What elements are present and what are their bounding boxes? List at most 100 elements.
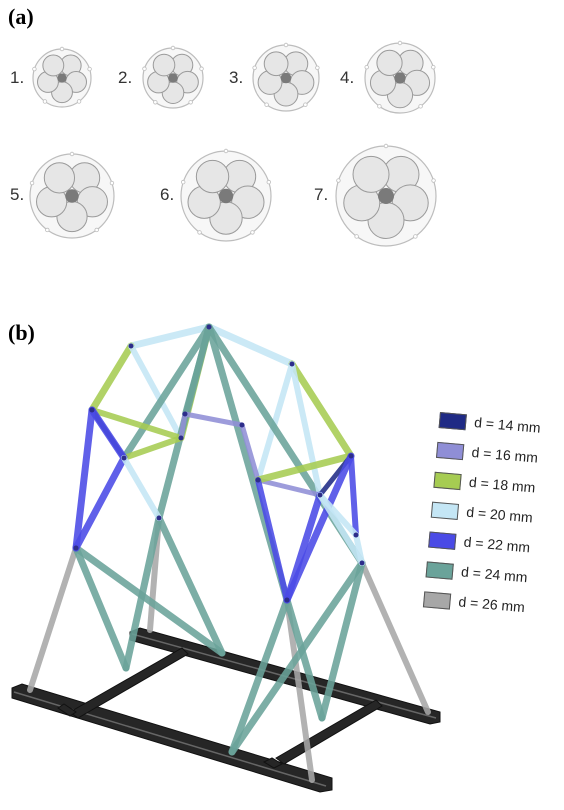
strut-22 — [72, 406, 96, 552]
strut-18 — [88, 342, 135, 414]
notch — [109, 180, 115, 186]
strut-16 — [239, 422, 261, 483]
notch — [250, 230, 255, 235]
strut-16 — [255, 477, 323, 498]
legend-label: d = 16 mm — [470, 443, 539, 466]
core-circle — [280, 72, 292, 84]
notch — [94, 227, 99, 233]
leg-teal — [72, 544, 226, 657]
frame-joint — [262, 757, 284, 769]
strut-20 — [127, 323, 213, 350]
notch — [397, 40, 403, 46]
section-number: 3. — [229, 68, 244, 87]
core-circle — [378, 188, 394, 204]
legend-label: d = 18 mm — [468, 473, 537, 496]
strut-22 — [255, 477, 290, 603]
strut-18 — [121, 435, 184, 461]
node — [284, 597, 290, 603]
cross-section-shape — [29, 151, 115, 239]
frame-cross-left — [69, 647, 189, 719]
leg-teal — [72, 544, 130, 672]
leg-teal — [155, 514, 226, 657]
legend-swatch — [433, 471, 462, 491]
notch — [32, 66, 37, 72]
strut-20 — [255, 361, 295, 483]
strut-20 — [121, 455, 162, 521]
strand-circle — [352, 155, 390, 193]
section-number: 5. — [10, 185, 25, 204]
notch — [87, 66, 92, 72]
strut-24 — [120, 323, 213, 462]
legend-label: d = 24 mm — [460, 563, 529, 586]
panel-b-label: (b) — [8, 320, 35, 345]
core-circle — [65, 189, 79, 203]
legend-swatch — [428, 531, 457, 550]
strand-circle — [43, 162, 76, 194]
node — [359, 560, 365, 566]
node — [255, 477, 261, 483]
strut-20 — [289, 361, 323, 498]
section-number: 2. — [118, 68, 133, 87]
section-number: 4. — [340, 68, 355, 87]
leg-teal — [283, 596, 326, 722]
notch — [45, 227, 50, 233]
strut-22 — [72, 454, 128, 552]
strut-20 — [317, 492, 365, 566]
notch — [59, 46, 65, 52]
notch — [383, 143, 389, 149]
strut-18 — [89, 407, 184, 441]
cross-section-shape — [32, 46, 92, 108]
notch — [69, 151, 75, 157]
notch — [29, 180, 35, 186]
notch — [223, 148, 229, 154]
leg-teal — [318, 559, 366, 722]
strut-18 — [254, 452, 355, 484]
notch — [264, 102, 269, 107]
strand-circle — [376, 49, 403, 76]
core-circle — [394, 72, 406, 84]
legend-label: d = 26 mm — [457, 593, 526, 616]
notch — [283, 42, 289, 48]
legend-label: d = 20 mm — [465, 503, 534, 526]
legend-swatch — [422, 591, 452, 610]
node — [89, 407, 95, 413]
strut-20 — [128, 343, 184, 441]
node — [239, 422, 245, 428]
leg-teal — [228, 596, 291, 756]
notch — [364, 64, 369, 70]
notch — [197, 230, 202, 235]
notch — [431, 178, 436, 183]
strut-18 — [288, 360, 355, 460]
strut-22 — [283, 491, 324, 604]
notch — [170, 45, 176, 51]
notch — [153, 100, 158, 105]
notch — [303, 102, 308, 107]
cross-sections-drawing — [29, 40, 437, 247]
node — [178, 435, 184, 441]
leg-grey — [27, 545, 79, 693]
legend-swatch — [438, 412, 467, 431]
notch — [199, 66, 204, 71]
leg-teal — [228, 559, 366, 756]
legend-label: d = 22 mm — [463, 533, 531, 556]
notch — [42, 99, 48, 104]
notch — [431, 64, 436, 70]
notch — [418, 104, 423, 109]
cross-section-shape — [335, 143, 437, 247]
diameter-legend: d = 14 mm d = 16 mm d = 18 mm d = 20 mm … — [420, 412, 564, 652]
strut-16 — [178, 411, 188, 441]
notch — [188, 100, 193, 105]
node — [121, 455, 127, 461]
strut-16 — [182, 411, 245, 428]
node — [182, 411, 188, 417]
strand-circle — [152, 53, 176, 77]
node — [156, 515, 162, 521]
notch — [315, 65, 320, 71]
leg-grey — [284, 597, 315, 783]
legend-swatch — [430, 501, 460, 520]
frame-cross-right — [275, 699, 383, 765]
legend-swatch — [435, 441, 465, 461]
strut-20 — [205, 323, 296, 368]
node — [206, 324, 212, 330]
